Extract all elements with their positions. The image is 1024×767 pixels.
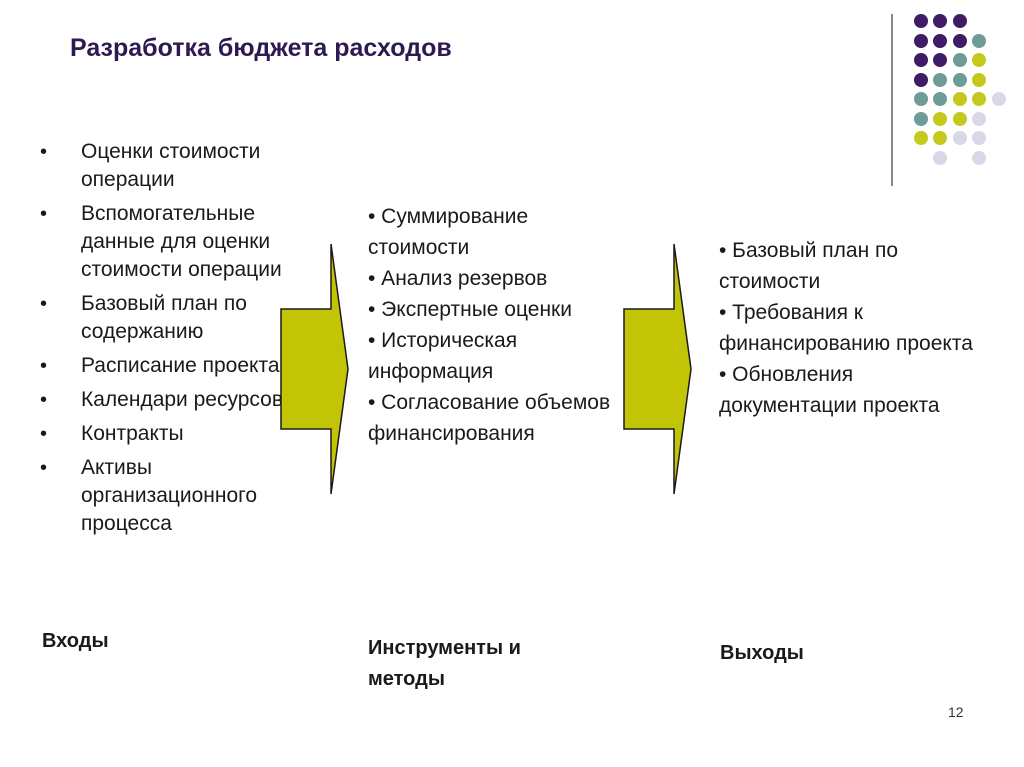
decorative-dot-icon bbox=[933, 33, 947, 48]
tool-item: • Историческая информация bbox=[368, 329, 518, 383]
decorative-dot-icon bbox=[952, 72, 967, 87]
bullet-icon: • bbox=[40, 423, 48, 445]
input-item: •Базовый план по содержанию bbox=[40, 292, 247, 343]
decorative-divider bbox=[891, 14, 893, 186]
input-item: •Календари ресурсов bbox=[40, 386, 310, 414]
decorative-dot-icon bbox=[972, 111, 986, 126]
decorative-dot-icon bbox=[952, 111, 967, 126]
outputs-label: Выходы bbox=[720, 642, 804, 664]
inputs-label: Входы bbox=[42, 630, 109, 652]
decorative-dot-icon bbox=[933, 92, 947, 106]
page-number: 12 bbox=[948, 704, 964, 720]
tool-item: • Экспертные оценки bbox=[368, 298, 572, 321]
bullet-icon: • bbox=[40, 293, 48, 315]
bullet-icon: • bbox=[40, 203, 48, 225]
decorative-dot-icon bbox=[933, 150, 947, 165]
tools-column: • Суммирование стоимости • Анализ резерв… bbox=[368, 201, 618, 449]
flow-arrow-2-icon bbox=[623, 243, 692, 495]
decorative-dot-icon bbox=[952, 131, 967, 145]
bullet-icon: • bbox=[40, 141, 48, 163]
decorative-dot-icon bbox=[913, 131, 928, 145]
decorative-dot-icon bbox=[913, 92, 928, 106]
tool-item: • Суммирование стоимости bbox=[368, 205, 529, 259]
output-item: • Базовый план по стоимости bbox=[719, 239, 899, 293]
tool-item: • Анализ резервов bbox=[368, 267, 548, 290]
decorative-dot-icon bbox=[933, 14, 947, 28]
decorative-dot-icon bbox=[952, 92, 967, 106]
bullet-icon: • bbox=[40, 457, 48, 479]
decorative-dot-icon bbox=[972, 150, 986, 165]
decorative-dot-icon bbox=[933, 53, 947, 67]
decorative-dot-icon bbox=[933, 131, 947, 145]
decorative-dot-icon bbox=[972, 33, 986, 48]
tool-item: • Согласование объемов финансирования bbox=[368, 391, 611, 445]
decorative-dot-icon bbox=[913, 111, 928, 126]
input-item: •Расписание проекта bbox=[40, 352, 310, 380]
output-item: • Обновления документации проекта bbox=[719, 363, 940, 417]
decorative-dot-icon bbox=[972, 92, 986, 106]
tools-label: Инструменты и методы bbox=[368, 637, 521, 690]
decorative-dot-icon bbox=[913, 33, 928, 48]
input-item: •Контракты bbox=[40, 420, 310, 448]
decorative-dot-icon bbox=[952, 14, 967, 28]
decorative-dot-icon bbox=[972, 72, 986, 87]
decorative-dot-icon bbox=[952, 53, 967, 67]
decorative-dot-icon bbox=[913, 14, 928, 28]
decorative-dot-icon bbox=[933, 72, 947, 87]
outputs-column: • Базовый план по стоимости • Требования… bbox=[719, 235, 989, 421]
decorative-dot-icon bbox=[913, 53, 928, 67]
slide-title: Разработка бюджета расходов bbox=[70, 34, 452, 62]
input-item: •Вспомогательные данные для оценки стоим… bbox=[40, 202, 282, 281]
decorative-dot-icon bbox=[913, 72, 928, 87]
flow-arrow-1-icon bbox=[280, 243, 349, 495]
input-item: •Оценки стоимости операции bbox=[40, 140, 261, 191]
bullet-icon: • bbox=[40, 355, 48, 377]
decorative-dot-icon bbox=[952, 33, 967, 48]
decorative-dot-icon bbox=[972, 53, 986, 67]
bullet-icon: • bbox=[40, 389, 48, 411]
inputs-column: •Оценки стоимости операции •Вспомогатель… bbox=[40, 138, 310, 544]
input-item: •Активы организационного процесса bbox=[40, 456, 258, 535]
inputs-list: •Оценки стоимости операции •Вспомогатель… bbox=[40, 138, 310, 538]
decorative-dot-icon bbox=[991, 92, 1006, 106]
output-item: • Требования к финансированию проекта bbox=[719, 301, 973, 355]
decorative-dot-grid bbox=[904, 6, 1016, 166]
decorative-dot-icon bbox=[933, 111, 947, 126]
decorative-dot-icon bbox=[972, 131, 986, 145]
